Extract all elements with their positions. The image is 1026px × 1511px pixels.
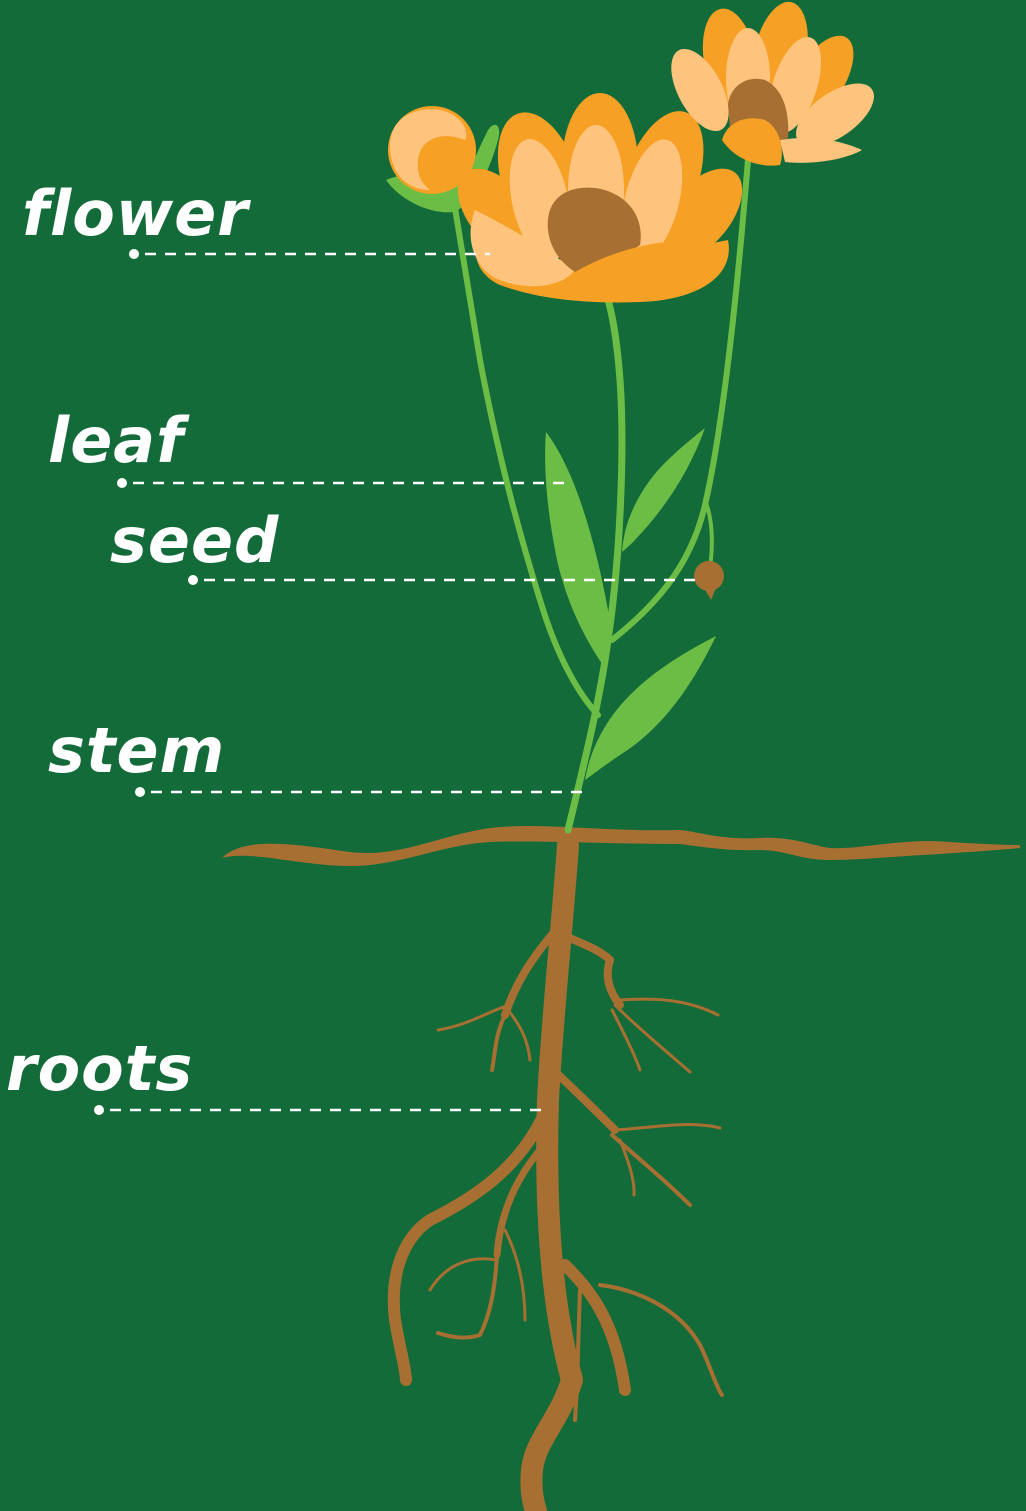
label-leaf-group: leaf bbox=[48, 404, 565, 488]
label-roots: roots bbox=[6, 1032, 193, 1105]
label-roots-group: roots bbox=[6, 1032, 550, 1115]
label-stem: stem bbox=[48, 714, 225, 787]
leader-dot-leaf bbox=[117, 478, 127, 488]
label-flower: flower bbox=[22, 177, 251, 250]
leader-dot-roots bbox=[94, 1105, 104, 1115]
label-leaf: leaf bbox=[48, 404, 190, 477]
label-seed: seed bbox=[110, 504, 279, 577]
leader-dot-stem bbox=[135, 787, 145, 797]
leaves-illustration bbox=[545, 428, 716, 780]
roots-illustration bbox=[394, 845, 722, 1511]
label-seed-group: seed bbox=[110, 504, 700, 585]
label-stem-group: stem bbox=[48, 714, 582, 797]
leader-dot-flower bbox=[129, 249, 139, 259]
seed-illustration bbox=[694, 561, 724, 600]
leader-dot-seed bbox=[188, 575, 198, 585]
soil-line bbox=[222, 826, 1020, 866]
